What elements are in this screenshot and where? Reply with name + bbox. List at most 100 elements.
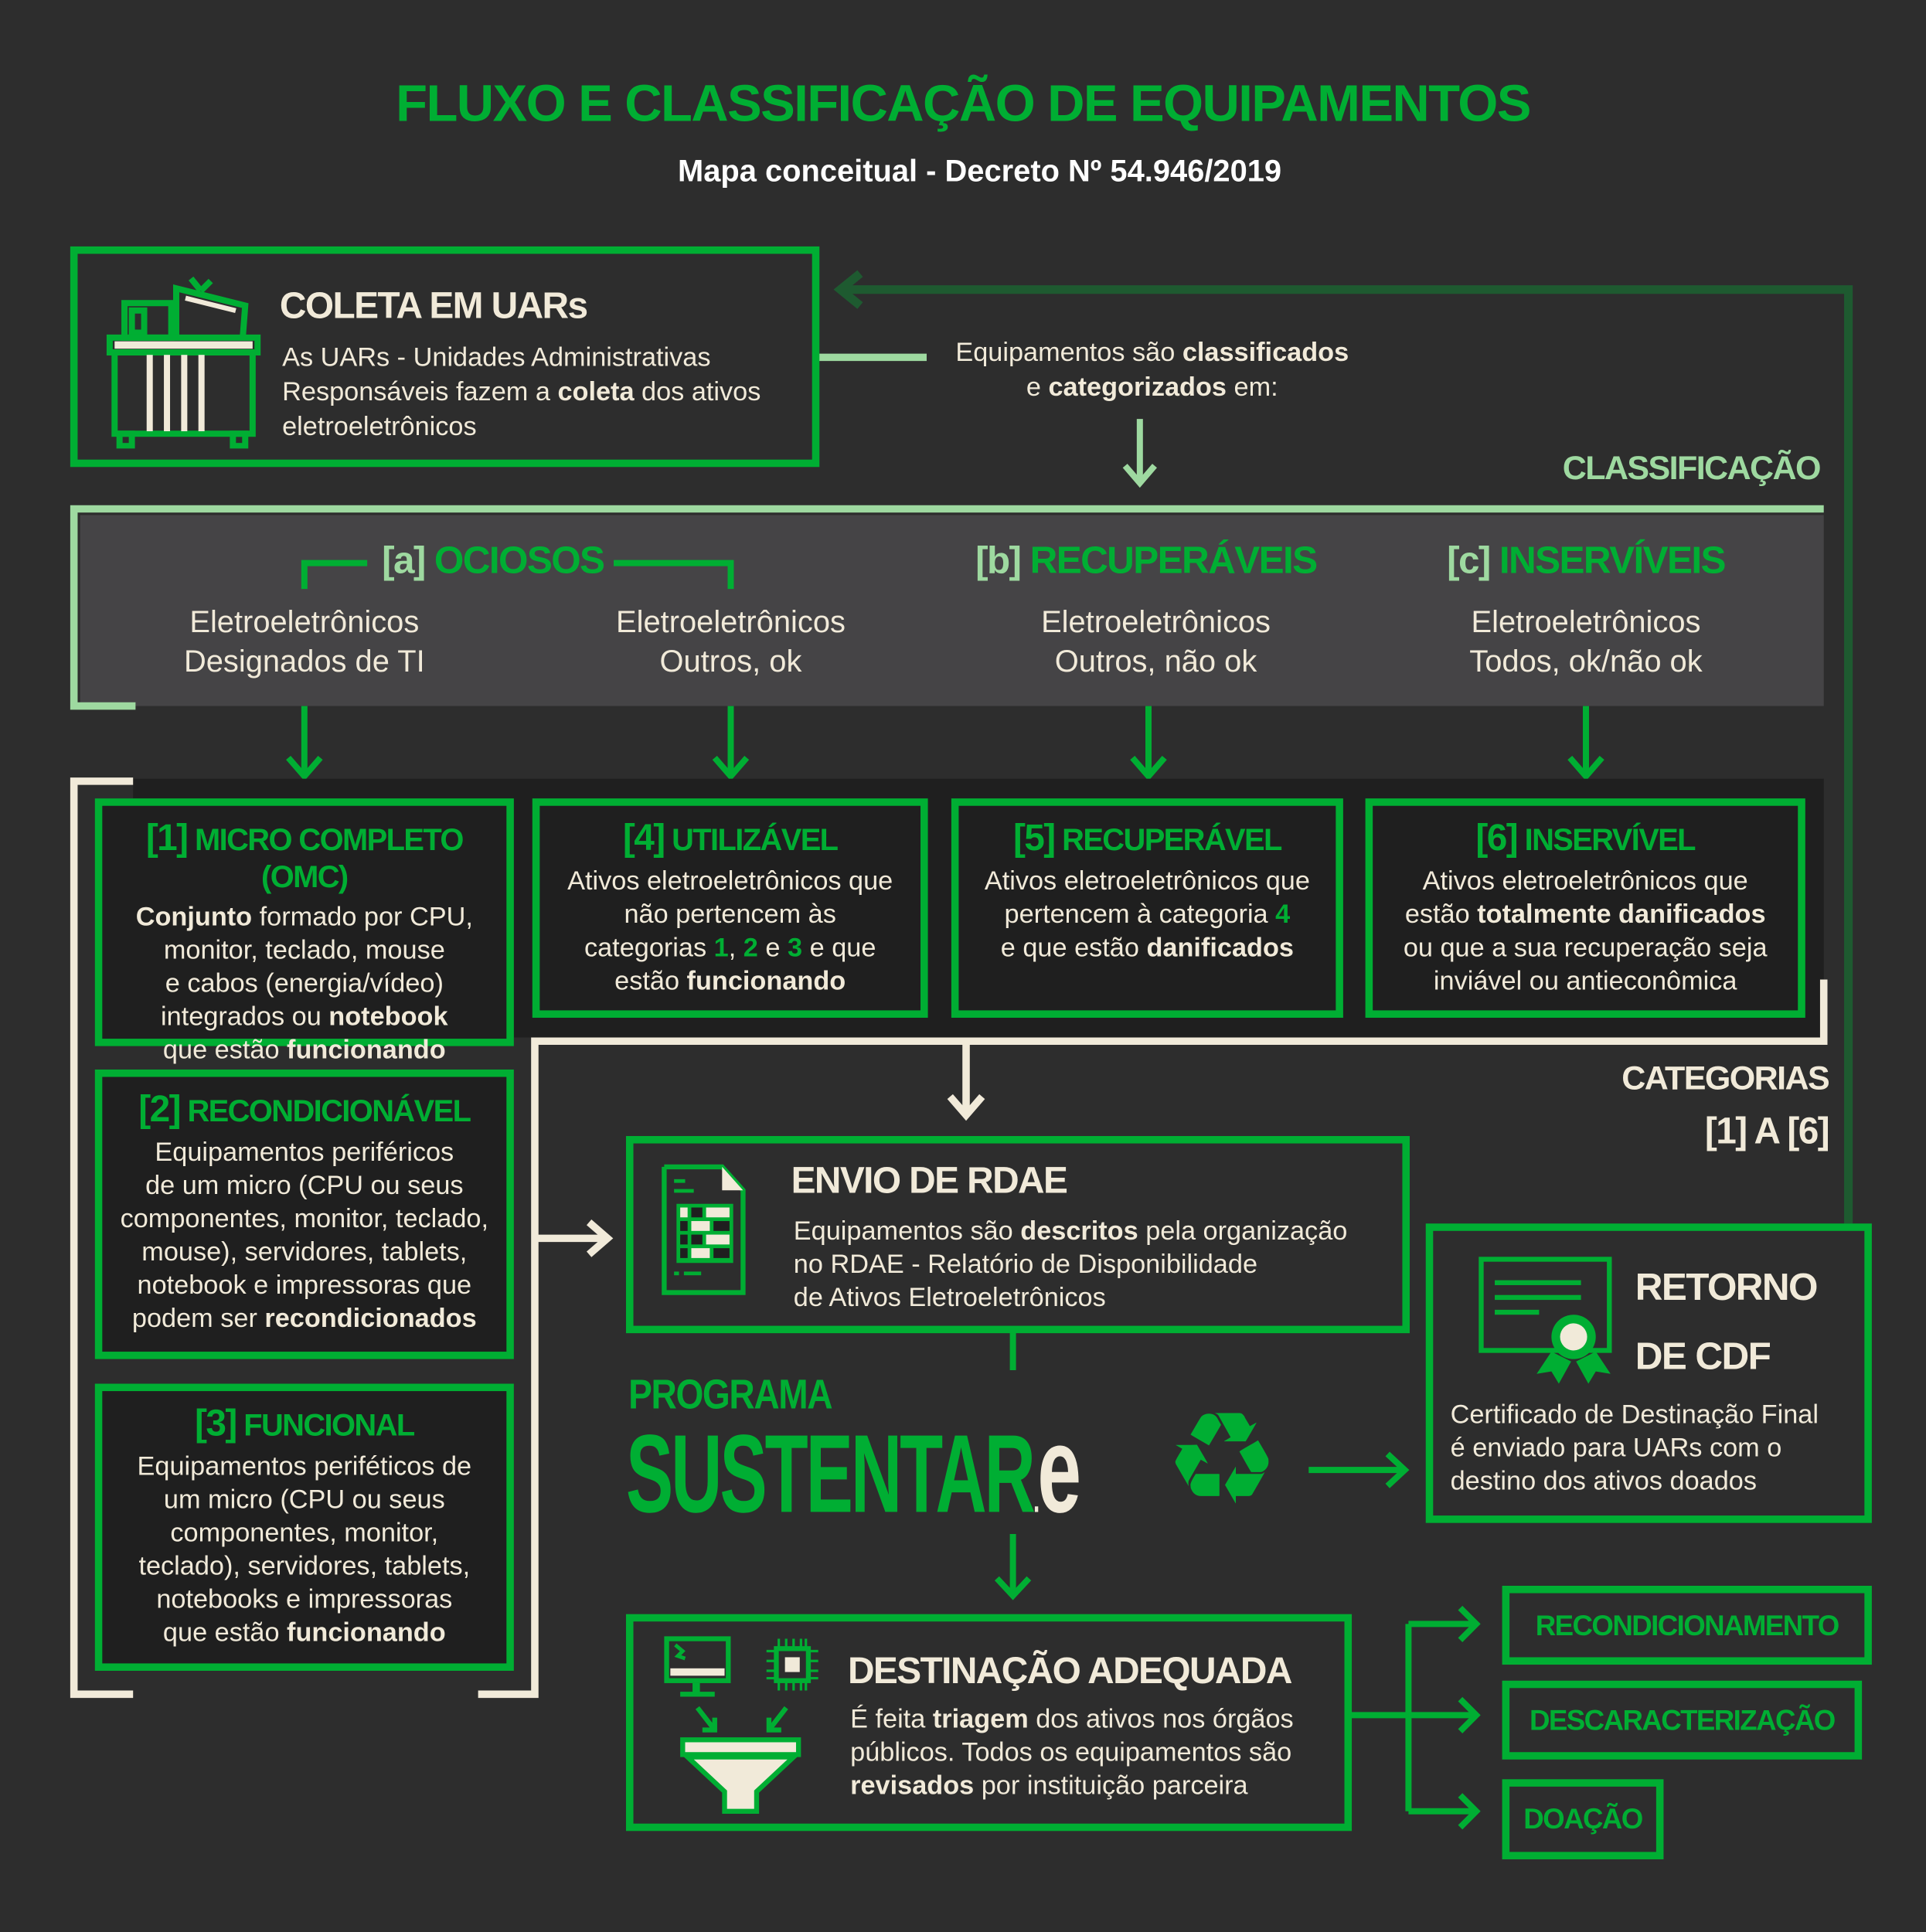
- coleta-body: As UARs - Unidades Administrativas Respo…: [282, 340, 761, 444]
- certificate-icon: [1479, 1257, 1612, 1384]
- program-logo: SUSTENTAR.e: [626, 1408, 1081, 1531]
- text-segment: pela organização no RDAE - Relatório de …: [793, 1216, 1348, 1313]
- text-segment: que estão: [162, 1035, 280, 1065]
- text-segment: em:: [1226, 372, 1278, 402]
- emphasis-text: descritos: [1020, 1216, 1138, 1246]
- class-a-name: OCIOSOS: [434, 538, 605, 582]
- emphasis-text: recondicionados: [264, 1303, 477, 1334]
- emphasis-text: coleta: [557, 376, 635, 407]
- classification-label: CLASSIFICAÇÃO: [1562, 449, 1822, 487]
- class-a-tag: [a]: [382, 538, 426, 582]
- category-3-box: [3] FUNCIONAL Equipamentos periféticos d…: [94, 1383, 514, 1672]
- categories-range: [1] A [6]: [1704, 1111, 1830, 1152]
- text-segment: e que estão: [1000, 932, 1139, 963]
- text-segment: ,: [728, 932, 744, 963]
- classification-band: [80, 515, 1824, 706]
- text-segment: Equipamentos periféticos de um micro (CP…: [137, 1451, 472, 1648]
- program-suffix: e: [1037, 1400, 1082, 1539]
- text-segment: As UARs - Unidades Administrativas Respo…: [282, 342, 711, 407]
- category-number: [4]: [622, 818, 665, 859]
- class-b-tag: [b]: [975, 538, 1022, 582]
- outcome-doacao: DOAÇÃO: [1502, 1779, 1664, 1859]
- chip-icon: [766, 1638, 818, 1691]
- coleta-title: COLETA EM UARs: [279, 285, 588, 327]
- feedback-line: [840, 285, 1853, 1224]
- destinacao-box: DESTINAÇÃO ADEQUADA É feita triagem dos …: [625, 1614, 1353, 1832]
- emphasis-text: funcionando: [686, 966, 846, 996]
- class-b-sub: Eletroeletrônicos Outros, não ok: [1041, 604, 1271, 679]
- category-description: Conjunto formado por CPU, monitor, tecla…: [102, 901, 506, 1067]
- program-label: PROGRAMA: [628, 1371, 832, 1419]
- rdae-body: Equipamentos são descritos pela organiza…: [794, 1215, 1348, 1315]
- outcome-descaracterizacao: DESCARACTERIZAÇÃO: [1502, 1680, 1863, 1760]
- feedback-arrowhead: [833, 270, 863, 309]
- category-1-box: [1] MICRO COMPLETO (OMC) Conjunto formad…: [94, 798, 514, 1065]
- classification-bracket: [70, 505, 1824, 710]
- text-segment: Equipamentos periféricos de um micro (CP…: [120, 1137, 489, 1334]
- category-title: [1] MICRO COMPLETO (OMC): [102, 818, 506, 896]
- emphasis-text: 1: [713, 932, 729, 963]
- class-b-heading: [b] RECUPERÁVEIS: [937, 539, 1356, 583]
- broken-monitor-icon: [664, 1636, 731, 1697]
- class-a-sub-ti: Eletroeletrônicos Designados de TI: [183, 604, 425, 679]
- category-number: [2]: [138, 1089, 181, 1131]
- class-b-name: RECUPERÁVEIS: [1029, 538, 1318, 582]
- emphasis-text: revisados: [850, 1770, 975, 1801]
- emphasis-text: danificados: [1146, 932, 1294, 963]
- category-6-box: [6] INSERVÍVEL Ativos eletroeletrônicos …: [1365, 798, 1805, 1018]
- cdf-title: RETORNO DE CDF: [1635, 1265, 1819, 1378]
- emphasis-text: triagem: [932, 1704, 1029, 1734]
- page-title: FLUXO E CLASSIFICAÇÃO DE EQUIPAMENTOS: [396, 73, 1531, 132]
- emphasis-text: classificados: [1182, 337, 1349, 368]
- emphasis-text: 2: [743, 932, 758, 963]
- class-c-name: INSERVÍVEIS: [1499, 538, 1727, 582]
- category-name: RECONDICIONÁVEL: [187, 1094, 471, 1129]
- category-title: [5] RECUPERÁVEL: [958, 818, 1336, 860]
- emphasis-text: funcionando: [287, 1035, 446, 1065]
- category-title: [2] RECONDICIONÁVEL: [102, 1089, 506, 1131]
- category-bracket-left: [70, 777, 134, 1699]
- flow-lines: [994, 1330, 1481, 1830]
- category-number: [5]: [1012, 818, 1056, 859]
- category-bracket-right: [478, 979, 1828, 1699]
- category-5-box: [5] RECUPERÁVEL Ativos eletroeletrônicos…: [951, 798, 1343, 1018]
- text-segment: dos ativos nos órgãos públicos. Todos os…: [850, 1704, 1294, 1767]
- class-c-sub: Eletroeletrônicos Todos, ok/não ok: [1469, 604, 1703, 679]
- class-c-heading: [c] INSERVÍVEIS: [1401, 539, 1771, 583]
- emphasis-text: totalmente danificados: [1477, 899, 1766, 930]
- category-description: Ativos eletroeletrônicos que estão total…: [1373, 865, 1798, 998]
- rdae-box: ENVIO DE RDAE Equipamentos são descritos…: [625, 1136, 1410, 1334]
- category-4-box: [4] UTILIZÁVEL Ativos eletroeletrônicos …: [532, 798, 928, 1018]
- text-segment: É feita: [850, 1704, 933, 1734]
- rdae-title: ENVIO DE RDAE: [791, 1160, 1068, 1202]
- recycle-icon: ♻: [1164, 1383, 1280, 1535]
- category-title: [3] FUNCIONAL: [102, 1403, 506, 1445]
- emphasis-text: 3: [787, 932, 803, 963]
- text-segment: Ativos eletroeletrônicos que estão: [1404, 866, 1748, 930]
- category-name: INSERVÍVEL: [1524, 823, 1696, 858]
- text-segment: Ativos eletroeletrônicos que não pertenc…: [567, 866, 893, 963]
- text-segment: por instituição parceira: [974, 1770, 1248, 1801]
- emphasis-text: notebook: [328, 1002, 448, 1032]
- text-segment: Ativos eletroeletrônicos que pertencem à…: [984, 866, 1310, 930]
- class-a-heading: [a] OCIOSOS: [308, 539, 678, 583]
- category-2-box: [2] RECONDICIONÁVEL Equipamentos perifér…: [94, 1069, 514, 1359]
- emphasis-text: categorizados: [1048, 372, 1227, 402]
- ociosos-bracket-left: [301, 560, 368, 590]
- category-description: Ativos eletroeletrônicos que pertencem à…: [958, 865, 1336, 964]
- text-segment: dos ativos eletroeletrônicos: [282, 376, 761, 441]
- destinacao-title: DESTINAÇÃO ADEQUADA: [847, 1651, 1292, 1692]
- classify-note: Equipamentos são classificados e categor…: [912, 335, 1393, 404]
- program-name: SUSTENTAR: [625, 1413, 1036, 1537]
- text-segment: Equipamentos são: [955, 337, 1182, 368]
- category-number: [1]: [145, 818, 189, 859]
- ociosos-bracket-right: [614, 560, 734, 590]
- program-dot: .: [1033, 1479, 1040, 1521]
- class-c-tag: [c]: [1447, 538, 1491, 582]
- categories-label: CATEGORIAS: [1621, 1060, 1829, 1097]
- class-a-sub-outros: Eletroeletrônicos Outros, ok: [616, 604, 846, 679]
- category-description: Equipamentos periféricos de um micro (CP…: [102, 1136, 506, 1335]
- cdf-box: RETORNO DE CDF Certificado de Destinação…: [1425, 1223, 1872, 1523]
- trash-container-icon: [106, 276, 261, 449]
- emphasis-text: Conjunto: [135, 902, 253, 932]
